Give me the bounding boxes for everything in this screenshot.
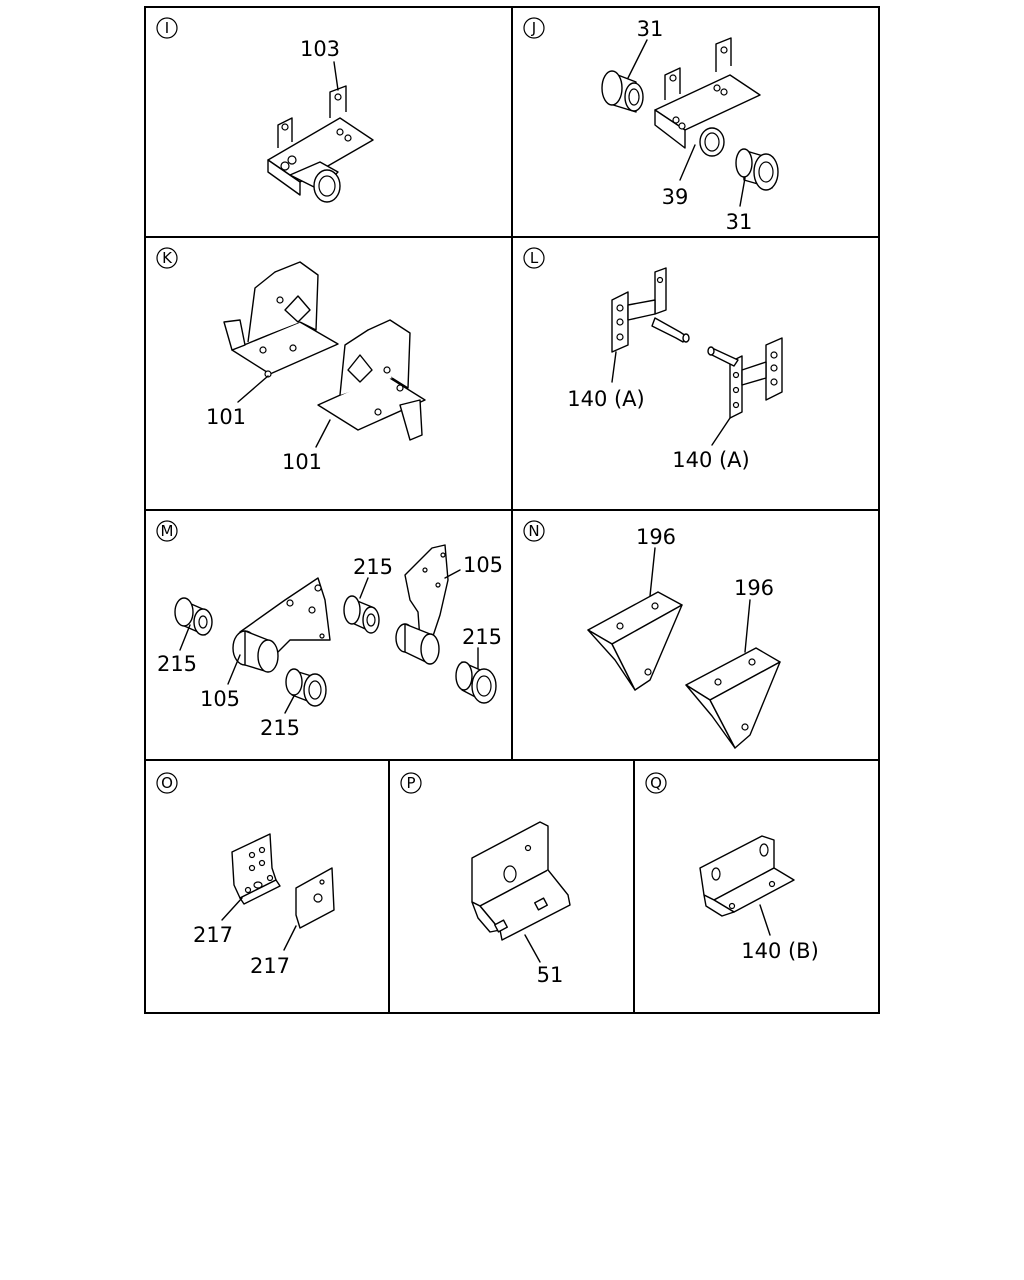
callout-140a-left: 140 (A) — [567, 387, 645, 411]
bushing-215-a — [174, 597, 213, 636]
panel-letter: Q — [650, 774, 662, 792]
panel-n: N 196 196 — [523, 520, 781, 749]
callout-196-right: 196 — [734, 576, 774, 600]
leader-line — [711, 417, 731, 446]
leader-line — [739, 177, 746, 207]
leader-line — [649, 547, 656, 597]
callout-31-upper: 31 — [637, 17, 664, 41]
panel-letter-badge — [645, 772, 667, 794]
bushing-215-c — [343, 595, 380, 634]
panel-letter-badge — [156, 247, 178, 269]
bracket-196-right — [685, 647, 781, 749]
leader-line — [179, 624, 191, 651]
callout-105-left: 105 — [200, 687, 240, 711]
panel-letter: N — [528, 522, 539, 540]
panel-j: J 31 39 — [523, 17, 779, 234]
leader-line — [315, 419, 331, 448]
panel-l: L 140 (A) 140 (A) — [523, 247, 783, 472]
panel-letter-badge — [156, 772, 178, 794]
callout-31-lower: 31 — [726, 210, 753, 234]
leader-line — [284, 695, 295, 714]
leader-line — [679, 144, 696, 181]
bracket-101-right — [317, 319, 426, 441]
bracket-217-right — [295, 867, 335, 929]
leader-line — [283, 925, 297, 951]
callout-51: 51 — [537, 963, 564, 987]
bracket-140a-right — [707, 337, 783, 419]
leader-line — [744, 599, 751, 653]
leader-line — [359, 577, 369, 599]
panel-k: K 101 101 — [156, 247, 426, 474]
bushing-215-b — [285, 668, 327, 707]
leader-line — [759, 904, 771, 936]
leader-line — [444, 569, 461, 579]
leader-line — [611, 351, 617, 383]
panel-letter: O — [161, 774, 173, 792]
callout-39: 39 — [662, 185, 689, 209]
bracket-51-drawing — [471, 821, 571, 941]
callout-217-left: 217 — [193, 923, 233, 947]
leader-line — [237, 375, 269, 403]
callout-101-right: 101 — [282, 450, 322, 474]
panel-q: Q 140 (B) — [645, 772, 819, 963]
bracket-105-left — [232, 577, 331, 673]
panel-letter: J — [531, 19, 536, 37]
panel-letter-badge — [400, 772, 422, 794]
bracket-105-right — [395, 544, 449, 665]
panel-letter: L — [530, 249, 539, 267]
leader-line — [524, 934, 541, 963]
bushing-31-lower — [735, 148, 779, 191]
leader-line — [221, 897, 243, 921]
callout-140b: 140 (B) — [741, 939, 819, 963]
callout-196-left: 196 — [636, 525, 676, 549]
callout-217-right: 217 — [250, 954, 290, 978]
bracket-101-left — [223, 261, 339, 378]
callout-215-b: 215 — [260, 716, 300, 740]
callout-103: 103 — [300, 37, 340, 61]
callout-105-right: 105 — [463, 553, 503, 577]
callout-215-a: 215 — [157, 652, 197, 676]
panel-letter: K — [162, 249, 173, 267]
panel-letter: M — [161, 522, 174, 540]
bracket-39-drawing — [654, 37, 761, 157]
callout-215-c: 215 — [353, 555, 393, 579]
leader-line — [333, 61, 339, 91]
panel-m: M — [156, 520, 503, 740]
panel-letter-badge — [523, 247, 545, 269]
panel-letter: I — [165, 19, 169, 37]
panel-letter-badge — [156, 520, 178, 542]
panel-o: O 217 217 — [156, 772, 335, 978]
panel-i: I 103 — [156, 17, 374, 203]
bracket-217-left — [231, 833, 281, 905]
panel-p: P 51 — [400, 772, 571, 987]
bracket-103-drawing — [267, 85, 374, 203]
bushing-31-upper — [601, 70, 644, 113]
callout-215-d: 215 — [462, 625, 502, 649]
diagram-grid — [144, 6, 880, 1014]
bracket-140b-drawing — [699, 835, 795, 917]
callout-140a-right: 140 (A) — [672, 448, 750, 472]
panel-letter-badge — [523, 17, 545, 39]
bracket-196-left — [587, 591, 683, 691]
bracket-140a-left — [611, 267, 690, 353]
callout-101-left: 101 — [206, 405, 246, 429]
panel-letter-badge — [156, 17, 178, 39]
leader-line — [627, 39, 648, 79]
leader-line — [227, 654, 241, 685]
panel-letter-badge — [523, 520, 545, 542]
bushing-215-d — [455, 661, 497, 704]
panel-letter: P — [406, 774, 415, 792]
